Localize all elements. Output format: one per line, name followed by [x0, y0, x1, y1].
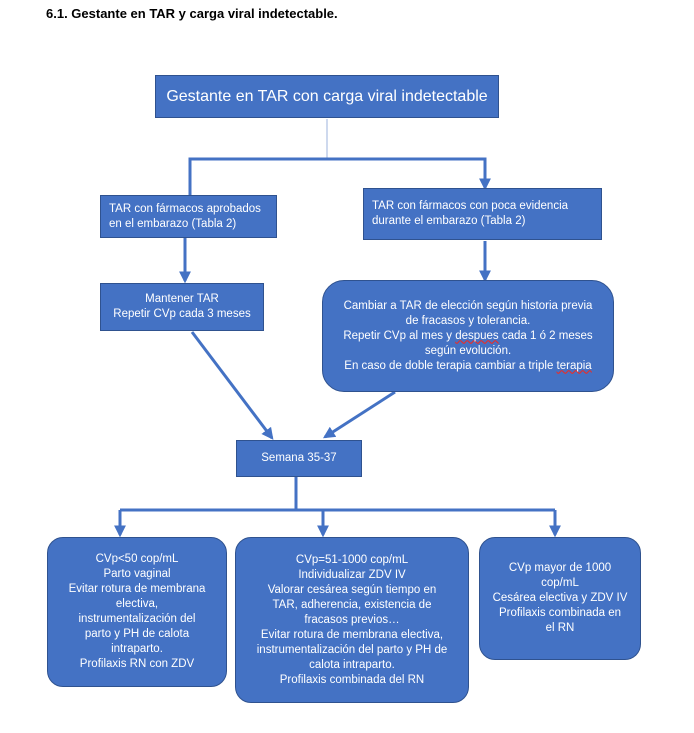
- change-tar-node: Cambiar a TAR de elección según historia…: [322, 280, 614, 392]
- outcome-high-line-2: cop/mL: [541, 577, 579, 589]
- outcome-mid-line-8: calota intraparto.: [309, 658, 395, 671]
- outcome-low-line-8: Profilaxis RN con ZDV: [79, 658, 195, 670]
- outcome-mid-viral-load-node: CVp=51-1000 cop/mL Individualizar ZDV IV…: [235, 537, 469, 703]
- change-line-3: Repetir CVp al mes y despues cada 1 ó 2 …: [343, 329, 592, 344]
- outcome-high-line-3: Cesárea electiva y ZDV IV: [492, 592, 628, 604]
- approved-drugs-line-2: en el embarazo (Tabla 2): [109, 217, 237, 230]
- root-node-label: Gestante en TAR con carga viral indetect…: [166, 88, 488, 105]
- outcome-high-line-5: el RN: [545, 622, 575, 634]
- change-line-4: según evolución.: [424, 344, 512, 357]
- change-line-5: En caso de doble terapia cambiar a tripl…: [344, 359, 591, 374]
- outcome-low-line-6: parto y PH de calota: [84, 628, 190, 640]
- change-line-2: de fracasos y tolerancia.: [405, 314, 531, 327]
- outcome-mid-line-6: Evitar rotura de membrana electiva,: [260, 628, 444, 641]
- change-line-1: Cambiar a TAR de elección según historia…: [343, 299, 593, 312]
- maintain-to-week-arrow: [190, 331, 274, 440]
- week-label: Semana 35-37: [261, 452, 337, 464]
- week-node: Semana 35-37: [236, 440, 362, 477]
- outcome-high-line-1: CVp mayor de 1000: [508, 562, 612, 574]
- outcome-mid-line-5: fracasos previos…: [304, 613, 400, 626]
- outcome-low-line-2: Parto vaginal: [103, 568, 171, 580]
- maintain-line-1: Mantener TAR: [145, 293, 219, 305]
- outcome-low-line-3: Evitar rotura de membrana: [68, 583, 206, 595]
- outcome-low-line-1: CVp<50 cop/mL: [95, 553, 179, 565]
- section-heading: 6.1. Gestante en TAR y carga viral indet…: [46, 6, 338, 21]
- outcome-low-line-5: instrumentalización del: [78, 613, 196, 625]
- change-line-3-end: cada 1 ó 2 meses: [498, 329, 593, 342]
- low-evidence-drugs-node: TAR con fármacos con poca evidencia dura…: [363, 188, 602, 240]
- outcome-mid-line-2: Individualizar ZDV IV: [298, 568, 406, 581]
- outcome-mid-line-1: CVp=51-1000 cop/mL: [295, 553, 409, 566]
- approved-drugs-line-1: TAR con fármacos aprobados: [109, 202, 261, 215]
- low-evidence-line-2: durante el embarazo (Tabla 2): [372, 215, 526, 227]
- change-line-5-misspelled-word: terapia: [556, 359, 592, 372]
- approved-drugs-node: TAR con fármacos aprobados en el embaraz…: [100, 195, 277, 238]
- change-line-3-start: Repetir CVp al mes y: [343, 329, 456, 342]
- change-line-3-misspelled-word: despues: [455, 329, 499, 342]
- root-split-line: [188, 157, 491, 195]
- outcome-mid-line-9: Profilaxis combinada del RN: [279, 673, 425, 686]
- change-to-week-arrow: [322, 390, 396, 439]
- change-line-5-start: En caso de doble terapia cambiar a tripl…: [344, 359, 557, 372]
- outcome-mid-line-7: instrumentalización del parto y PH de: [256, 643, 448, 656]
- maintain-tar-node: Mantener TAR Repetir CVp cada 3 meses: [100, 283, 264, 331]
- outcome-high-viral-load-node: CVp mayor de 1000 cop/mL Cesárea electiv…: [479, 537, 641, 660]
- outcome-low-line-4: electiva,: [115, 598, 159, 610]
- outcome-mid-line-3: Valorar cesárea según tiempo en: [267, 583, 437, 596]
- root-node: Gestante en TAR con carga viral indetect…: [155, 75, 499, 118]
- outcome-mid-line-4: TAR, adherencia, existencia de: [272, 598, 432, 611]
- maintain-line-2: Repetir CVp cada 3 meses: [113, 308, 251, 320]
- outcome-low-line-7: intraparto.: [111, 643, 163, 655]
- low-evidence-line-1: TAR con fármacos con poca evidencia: [372, 200, 569, 212]
- outcome-high-line-4: Profilaxis combinada en: [498, 607, 622, 619]
- outcome-low-viral-load-node: CVp<50 cop/mL Parto vaginal Evitar rotur…: [47, 537, 227, 687]
